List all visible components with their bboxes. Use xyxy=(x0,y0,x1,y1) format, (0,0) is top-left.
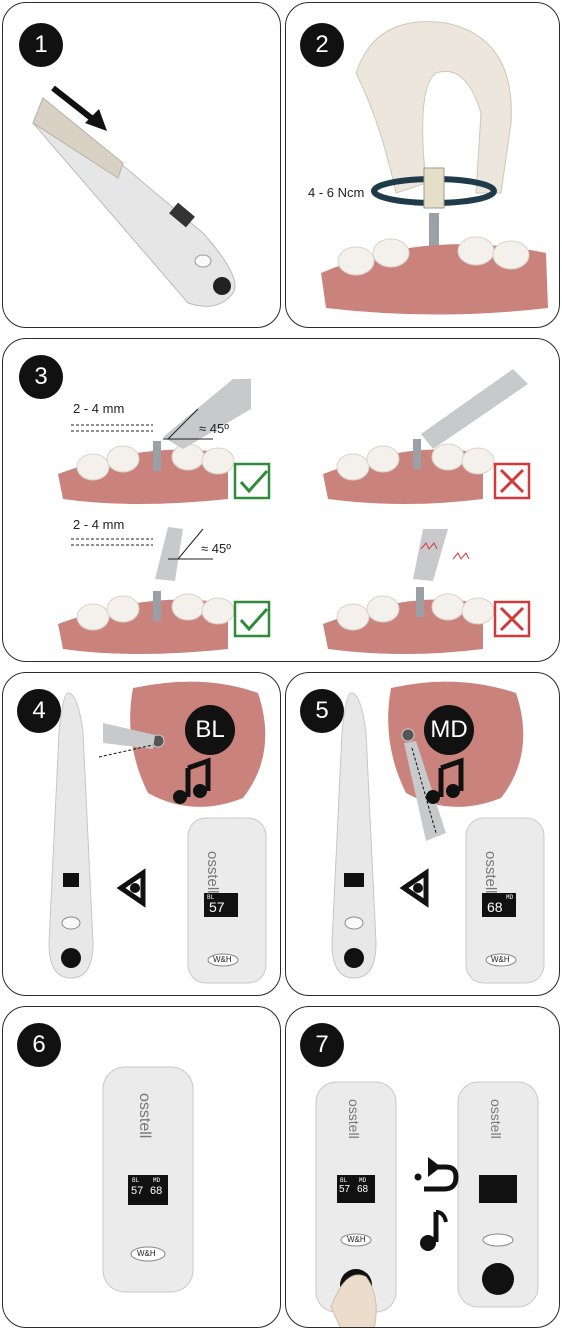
angle-label: ≈ 45º xyxy=(201,541,231,556)
brand-label: osstell xyxy=(488,1099,504,1139)
torque-illustration xyxy=(286,3,560,328)
result-device-illustration xyxy=(3,1007,281,1328)
logo-label: W&H xyxy=(347,1235,366,1244)
md-measurement-illustration xyxy=(286,673,560,996)
step-5-panel: 5 MD osstell MD 68 W&H xyxy=(285,672,560,996)
step-6-panel: 6 osstell BL MD 57 68 W&H xyxy=(2,1006,281,1328)
logo-label: W&H xyxy=(491,955,510,964)
bl-measurement-illustration xyxy=(3,673,281,996)
eye-icon xyxy=(121,873,143,903)
display-value-bl: 57 xyxy=(339,1184,350,1195)
return-arrow-icon xyxy=(415,1157,457,1189)
direction-badge: BL xyxy=(185,705,235,755)
display-value-bl: 57 xyxy=(131,1185,143,1197)
brand-label: osstell xyxy=(482,851,499,894)
angle-label: ≈ 45º xyxy=(199,421,229,436)
direction-badge: MD xyxy=(424,705,474,755)
display-tag-bl: BL xyxy=(340,1177,347,1184)
step-4-panel: 4 BL osstell BL 57 W&H xyxy=(2,672,281,996)
cross-icon xyxy=(495,602,529,636)
display-tag: MD xyxy=(506,894,513,901)
brand-label: osstell xyxy=(204,851,221,894)
eye-icon xyxy=(404,873,426,903)
logo-label: W&H xyxy=(137,1249,156,1258)
distance-label: 2 - 4 mm xyxy=(73,401,124,416)
step-2-panel: 2 4 - 6 Ncm xyxy=(285,2,560,328)
display-value-md: 68 xyxy=(150,1185,162,1197)
distance-label: 2 - 4 mm xyxy=(73,517,124,532)
cross-icon xyxy=(495,464,529,498)
reset-illustration xyxy=(286,1007,560,1328)
step-1-panel: 1 xyxy=(2,2,281,328)
check-icon xyxy=(235,464,269,498)
step-7-panel: 7 osstell BL MD 57 68 osstell W&H xyxy=(285,1006,560,1328)
display-value: 68 xyxy=(487,899,503,915)
brand-label: osstell xyxy=(346,1099,362,1139)
step-3-panel: 3 xyxy=(2,338,560,662)
probe-attach-illustration xyxy=(3,3,281,328)
display-value: 57 xyxy=(209,899,225,915)
display-tag-md: MD xyxy=(153,1177,160,1184)
torque-label: 4 - 6 Ncm xyxy=(308,185,364,200)
probe-angle-illustration xyxy=(3,339,560,662)
music-note-icon xyxy=(420,1212,446,1251)
display-tag-bl: BL xyxy=(132,1177,139,1184)
logo-label: W&H xyxy=(213,955,232,964)
brand-label: osstell xyxy=(135,1093,153,1138)
display-value-md: 68 xyxy=(357,1184,368,1195)
check-icon xyxy=(235,602,269,636)
display-tag-md: MD xyxy=(359,1177,366,1184)
